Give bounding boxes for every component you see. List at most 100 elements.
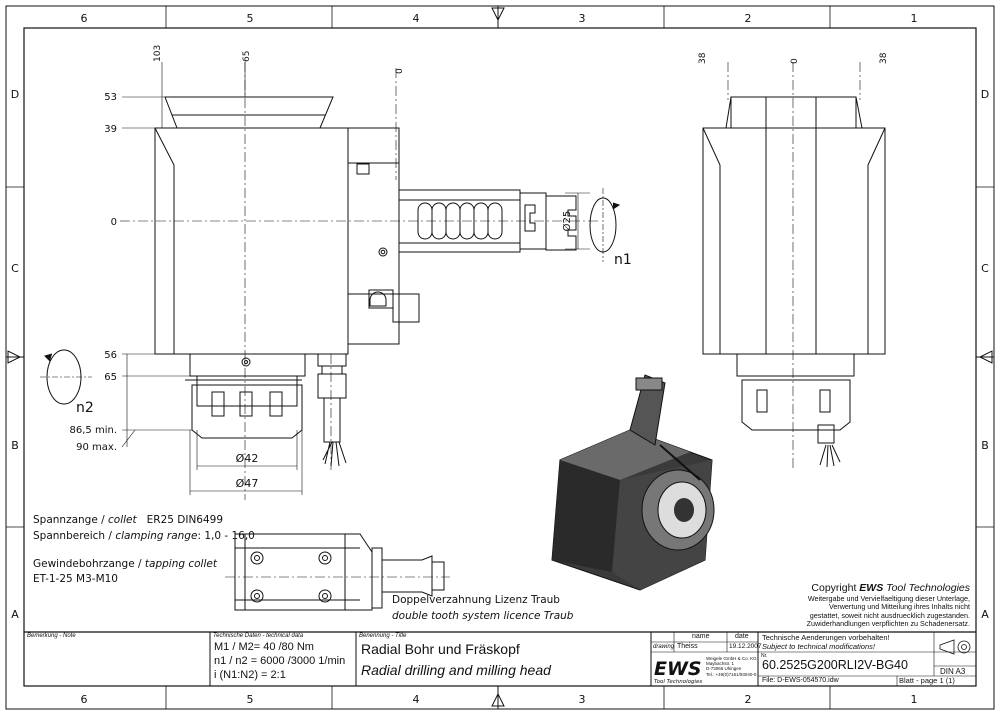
ews-logo: EWS Tool Technologies xyxy=(654,658,702,685)
copyright-post: Tool Technologies xyxy=(883,582,970,594)
column-label-6-bottom: 6 xyxy=(81,693,88,706)
column-label-4: 4 xyxy=(413,12,420,25)
column-label-3: 3 xyxy=(579,12,586,25)
dim-56: 56 xyxy=(104,350,117,361)
drawn-by: Theiss xyxy=(677,643,698,650)
drawn-date: 19.12.2007 xyxy=(729,643,762,650)
front-centerlines xyxy=(120,62,600,500)
column-label-5-bottom: 5 xyxy=(247,693,254,706)
projection-symbol xyxy=(939,639,971,655)
front-dimensions xyxy=(121,62,590,495)
licence-note-de: Doppelverzahnung Lizenz Traub xyxy=(392,594,560,606)
dim-min: 86,5 min. xyxy=(70,425,117,436)
logo-subtext: Tool Technologies xyxy=(654,679,702,685)
dim-65-side: 65 xyxy=(104,372,117,383)
dim-38-left: 38 xyxy=(698,52,708,64)
copyright-pre: Copyright xyxy=(811,582,860,594)
changes-note-de: Technische Aenderungen vorbehalten! xyxy=(762,633,890,642)
company-line-3: D-73066 Uhingen xyxy=(706,666,742,672)
dim-d47: Ø47 xyxy=(236,477,259,490)
column-label-2-bottom: 2 xyxy=(745,693,752,706)
col-date-header: date xyxy=(735,633,749,640)
copyright-line-4: Zuwiderhandlungen verpflichten zu Schade… xyxy=(806,619,970,629)
label-n2: n2 xyxy=(76,400,94,416)
dim-39: 39 xyxy=(104,124,117,135)
part-number: 60.2525G200RLI2V-BG40 xyxy=(762,658,908,672)
top-view xyxy=(234,533,445,611)
company-line-2: Maybachstr. 1 xyxy=(706,661,735,667)
title-block-grid xyxy=(24,631,976,686)
row-label-a: A xyxy=(11,608,19,621)
collet-value: ER25 DIN6499 xyxy=(146,514,224,526)
file-name: File: D-EWS-054570.idw xyxy=(762,677,839,684)
tapping-collet-note: Gewindebohrzange / tapping collet xyxy=(33,558,217,570)
dim-65: 65 xyxy=(242,51,252,62)
dim-d42: Ø42 xyxy=(236,452,259,465)
range-label-en: clamping range xyxy=(115,530,198,542)
tech-data-header: Technische Daten - technical data xyxy=(213,633,304,639)
row-label-c: C xyxy=(11,262,19,275)
title-english: Radial drilling and milling head xyxy=(361,662,551,678)
row-label-b-right: B xyxy=(981,439,989,452)
dim-0-side-view: 0 xyxy=(790,58,800,64)
copyright-line-2: Verwertung und Mitteilung ihres Inhalts … xyxy=(828,602,970,612)
row-drawing-label: drawing xyxy=(653,644,675,650)
licence-note-en: double tooth system licence Traub xyxy=(392,610,573,622)
col-name-header: name xyxy=(692,633,710,640)
speed-value: n1 / n2 = 6000 /3000 1/min xyxy=(214,655,346,667)
row-label-d-right: D xyxy=(981,88,989,101)
copyright-line-1: Weitergabe und Vervielfaeltigung dieser … xyxy=(807,594,970,603)
paper-format: DIN A3 xyxy=(940,667,966,676)
changes-note-en: Subject to technical modifications! xyxy=(762,642,875,651)
company-line-1: Weigele GmbH & Co. KG xyxy=(706,656,757,661)
copyright-brand: EWS xyxy=(859,582,884,594)
dim-d25: Ø25 xyxy=(561,211,573,232)
centering-marks xyxy=(6,6,994,709)
rotation-n1-symbol xyxy=(589,188,621,262)
ratio-value: i (N1:N2) = 2:1 xyxy=(214,669,286,681)
dim-38-right: 38 xyxy=(879,52,889,64)
row-label-b: B xyxy=(11,439,19,452)
logo-text: EWS xyxy=(654,658,702,680)
dim-0-side: 0 xyxy=(111,217,117,228)
column-label-4-bottom: 4 xyxy=(413,693,420,706)
dim-max: 90 max. xyxy=(76,442,117,453)
column-label-1-bottom: 1 xyxy=(911,693,918,706)
column-label-6: 6 xyxy=(81,12,88,25)
range-value: : 1,0 - 16,0 xyxy=(197,530,255,542)
company-line-4: Tel.: +49(0)7161/93040-0 xyxy=(706,671,757,677)
row-label-c-right: C xyxy=(981,262,989,275)
column-label-3-bottom: 3 xyxy=(579,693,586,706)
title-german: Radial Bohr und Fräskopf xyxy=(361,641,520,657)
collet-label: Spannzange / xyxy=(33,514,109,526)
side-view xyxy=(702,96,886,468)
rotation-n2-symbol xyxy=(40,349,92,405)
dim-0-top: 0 xyxy=(395,68,405,74)
designation-header: Benennung - Title xyxy=(359,633,407,639)
copyright-heading: Copyright EWS Tool Technologies xyxy=(790,582,970,595)
collet-note: Spannzange / collet ER25 DIN6499 xyxy=(33,514,223,526)
collet-label-en: collet xyxy=(108,514,137,526)
sheet-number: Blatt - page 1 (1) xyxy=(899,676,955,685)
column-label-2: 2 xyxy=(745,12,752,25)
column-label-1: 1 xyxy=(911,12,918,25)
copyright-notice: Copyright EWS Tool Technologies Weiterga… xyxy=(790,582,970,629)
remarks-header: Bemerkung - Note xyxy=(27,633,76,639)
dim-103: 103 xyxy=(153,45,163,62)
label-n1: n1 xyxy=(614,252,632,268)
column-label-5: 5 xyxy=(247,12,254,25)
tap-label-en: tapping collet xyxy=(144,558,217,570)
clamping-range-note: Spannbereich / clamping range: 1,0 - 16,… xyxy=(33,530,255,542)
row-label-d: D xyxy=(11,88,19,101)
tapping-collet-value: ET-1-25 M3-M10 xyxy=(33,573,118,585)
side-centerlines xyxy=(727,62,861,470)
row-label-a-right: A xyxy=(981,608,989,621)
range-label: Spannbereich / xyxy=(33,530,116,542)
torque-value: M1 / M2= 40 /80 Nm xyxy=(214,641,314,653)
tap-label: Gewindebohrzange / xyxy=(33,558,145,570)
front-view xyxy=(154,96,577,467)
nr-label: Nr. xyxy=(761,653,768,659)
company-address: Weigele GmbH & Co. KG Maybachstr. 1 D-73… xyxy=(706,656,757,677)
copyright-line-3: gestattet, soweit nicht ausdruecklich zu… xyxy=(809,610,970,620)
